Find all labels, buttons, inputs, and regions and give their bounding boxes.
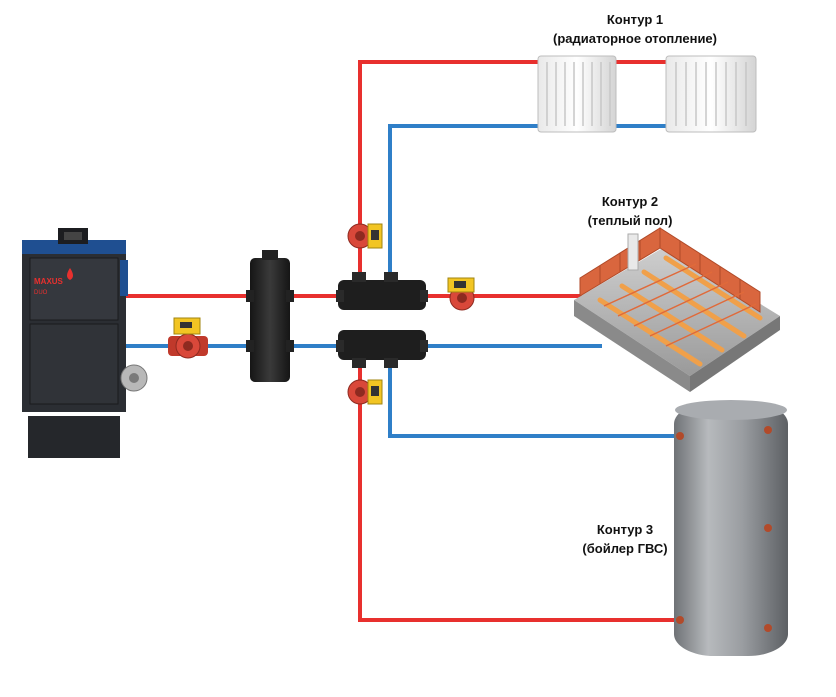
circuit1-subtitle: (радиаторное отопление) — [552, 31, 717, 46]
radiator-right — [665, 55, 757, 133]
circuit3-return-pipe — [388, 366, 680, 438]
circuit3-title: Контур 3 — [596, 522, 654, 537]
circuit2-pump-icon — [447, 277, 475, 311]
underfloor-heating-icon — [574, 227, 780, 392]
circuit3-label: Контур 3 (бойлер ГВС) — [560, 520, 690, 558]
radiator-icon — [537, 55, 757, 133]
circuit1-pump-icon — [347, 223, 383, 249]
dhw-tank-icon — [674, 400, 788, 656]
circuit1-supply-pipe — [358, 60, 542, 280]
radiator-left — [537, 55, 617, 133]
circuit3-subtitle: (бойлер ГВС) — [582, 541, 668, 556]
boiler-circuit-pump-icon — [168, 317, 208, 359]
circuit2-label: Контур 2 (теплый пол) — [560, 192, 700, 230]
manifold-icon — [336, 272, 428, 368]
boiler-brand-text: MAXUS — [34, 277, 64, 286]
circuit1-return-pipe — [388, 124, 542, 280]
circuit1-label: Контур 1 (радиаторное отопление) — [520, 10, 750, 48]
circuit3-pump-icon — [347, 379, 383, 405]
boiler-model-text: DUO — [34, 290, 48, 296]
circuit1-title: Контур 1 — [606, 12, 664, 27]
hydraulic-separator-icon — [246, 250, 294, 382]
circuit2-title: Контур 2 — [601, 194, 659, 209]
circuit3-supply-pipe — [358, 366, 680, 622]
solid-fuel-boiler-icon: MAXUS DUO — [22, 228, 148, 458]
circuit2-subtitle: (теплый пол) — [587, 213, 673, 228]
